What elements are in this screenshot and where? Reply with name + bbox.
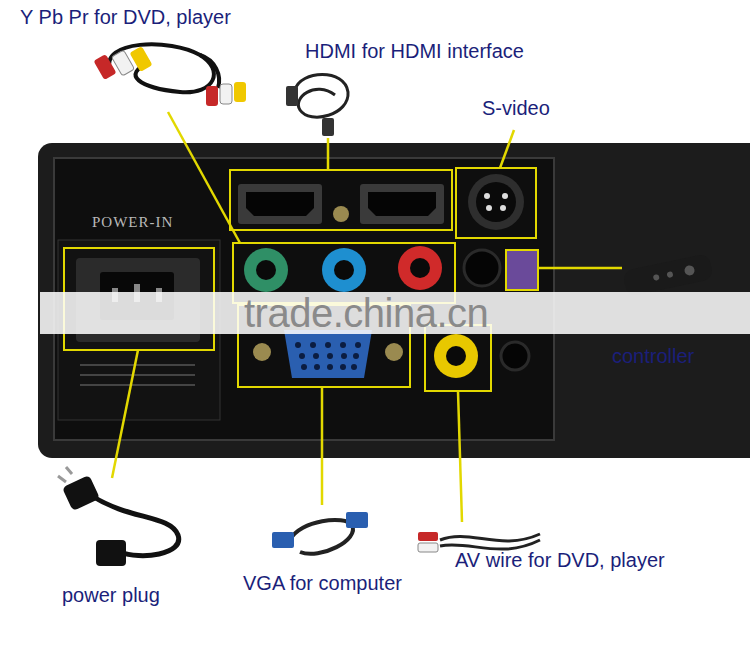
pin	[299, 353, 305, 359]
callout-label: Y Pb Pr for DVD, player	[20, 6, 231, 29]
leader-line	[500, 130, 514, 168]
plug	[322, 118, 334, 136]
leader-line	[538, 267, 622, 270]
rca-hole	[256, 260, 276, 280]
remote-control	[622, 253, 713, 297]
vga-pins	[295, 342, 361, 370]
rca-hole	[334, 260, 354, 280]
rca-cable	[93, 44, 246, 106]
cable	[440, 540, 540, 549]
callout-label: S-video	[482, 97, 550, 120]
s-video-port	[468, 174, 524, 230]
highlight-box	[456, 168, 536, 238]
vga-plug	[346, 512, 368, 528]
cable	[200, 55, 219, 88]
remote-button	[653, 274, 660, 281]
port-label: POWER-IN	[92, 214, 173, 231]
pin	[327, 364, 333, 370]
plug-prong	[58, 476, 66, 482]
audio-port	[464, 250, 500, 286]
rating-line	[80, 364, 195, 366]
hdmi-slot	[368, 192, 436, 216]
projector-housing	[38, 143, 750, 458]
pin	[484, 193, 490, 199]
screw	[333, 206, 349, 222]
s-video-socket	[476, 182, 516, 222]
callout-label: VGA for computer	[243, 572, 402, 595]
pin	[310, 342, 316, 348]
ir-sensor	[506, 250, 538, 290]
callout-label: HDMI for HDMI interface	[305, 40, 524, 63]
watermark: trade.china.cn	[244, 290, 488, 336]
pin	[340, 364, 346, 370]
rca-blue	[322, 248, 366, 292]
callout-label: power plug	[62, 584, 160, 607]
audio-port	[501, 342, 529, 370]
pin	[325, 342, 331, 348]
pin	[340, 342, 346, 348]
hdmi-port	[360, 184, 444, 224]
pin	[301, 364, 307, 370]
pin	[341, 353, 347, 359]
remote-button	[666, 271, 673, 278]
cable	[440, 534, 540, 541]
leader-line	[327, 138, 330, 170]
pin	[353, 353, 359, 359]
pin	[313, 353, 319, 359]
pin	[327, 353, 333, 359]
callout-label: AV wire for DVD, player	[455, 549, 665, 572]
plug-red	[206, 86, 218, 106]
rca-red	[398, 246, 442, 290]
leader-line	[168, 112, 240, 243]
hdmi-slot	[246, 192, 314, 216]
pin	[502, 193, 508, 199]
pin	[314, 364, 320, 370]
plug	[286, 86, 298, 106]
plug-yellow	[234, 82, 246, 102]
screw	[385, 343, 403, 361]
pin	[351, 364, 357, 370]
plug-red	[418, 532, 438, 541]
vga-port	[284, 330, 372, 378]
cable	[290, 520, 353, 554]
remote-body	[622, 253, 713, 297]
iec-connector	[96, 540, 126, 566]
pin	[355, 342, 361, 348]
rca-yellow	[434, 334, 478, 378]
plug-head	[62, 475, 100, 511]
cable	[295, 75, 348, 118]
callout-label: controller	[612, 345, 694, 368]
plug-prong	[66, 467, 72, 474]
rating-text-lines	[80, 365, 195, 385]
plug-yellow	[129, 46, 152, 72]
leader-line	[321, 387, 324, 505]
power-cord	[58, 467, 179, 566]
pin	[486, 205, 492, 211]
leader-line	[458, 391, 462, 522]
vga-plug	[272, 532, 294, 548]
pin	[295, 342, 301, 348]
s-video-pins	[484, 193, 508, 211]
cable	[109, 44, 214, 92]
pin	[500, 205, 506, 211]
rating-line	[80, 384, 195, 386]
hdmi-cable	[286, 75, 348, 137]
rca-hole	[446, 346, 466, 366]
hdmi-port	[238, 184, 322, 224]
vga-cable	[272, 512, 368, 554]
highlight-box	[230, 170, 452, 230]
screw	[253, 343, 271, 361]
rca-hole	[410, 258, 430, 278]
plug-white	[418, 543, 438, 552]
plug-white	[220, 84, 232, 104]
remote-button	[684, 264, 696, 276]
rating-line	[80, 374, 195, 376]
rca-green	[244, 248, 288, 292]
leader-line	[112, 350, 138, 478]
